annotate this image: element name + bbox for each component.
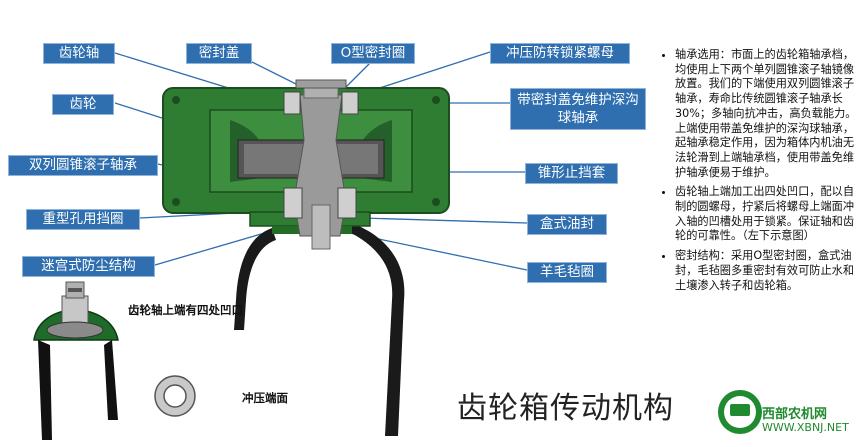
label-heavy-retainer: 重型孔用挡圈	[26, 209, 140, 230]
label-gear-shaft: 齿轮轴	[43, 43, 115, 64]
label-o-ring: O型密封圈	[331, 43, 415, 64]
label-felt-ring: 羊毛毡圈	[527, 262, 607, 283]
feature-notes: 轴承选用：市面上的齿轮箱轴承档，均使用上下两个单列圆锥滚子轴镜像放置。我们的下端…	[661, 48, 861, 298]
seal-cover	[295, 79, 347, 89]
label-sealed-bearing: 带密封盖免维护深沟球轴承	[510, 88, 646, 130]
tine-legs	[234, 222, 405, 436]
stamped-nut-sketch	[154, 375, 196, 417]
label-labyrinth: 迷宫式防尘结构	[22, 256, 155, 277]
label-seal-cover: 密封盖	[186, 43, 252, 64]
note-shaft-lock: 齿轮轴上端加工出四处凹口，配以自制的圆螺母，拧紧后将螺母上端面冲入轴的凹槽处用于…	[675, 185, 861, 244]
logo-url: WWW.XBNJ.NET	[762, 421, 849, 434]
label-box-seal: 盒式油封	[527, 214, 607, 235]
page-title: 齿轮箱传动机构	[457, 391, 674, 426]
note-bearing: 轴承选用：市面上的齿轮箱轴承档，均使用上下两个单列圆锥滚子轴镜像放置。我们的下端…	[675, 48, 861, 180]
notch-sketch	[33, 281, 119, 440]
label-gear: 齿轮	[52, 94, 114, 115]
gear-shaft	[293, 87, 347, 250]
logo-mark	[718, 390, 762, 434]
bearings	[283, 91, 359, 219]
label-cone-collar: 锥形止挡套	[525, 163, 618, 184]
caption-stamped-face: 冲压端面	[242, 391, 288, 405]
logo-name: 西部农机网	[762, 407, 828, 422]
label-lock-nut: 冲压防转锁紧螺母	[490, 43, 630, 64]
note-sealing: 密封结构：采用O型密封圈，盒式油封，毛毡圈多重密封有效可防止水和土壤渗入转子和齿…	[675, 249, 861, 293]
label-double-roller: 双列圆锥滚子轴承	[8, 155, 158, 176]
caption-shaft-notch: 齿轮轴上端有四处凹口	[128, 303, 243, 317]
